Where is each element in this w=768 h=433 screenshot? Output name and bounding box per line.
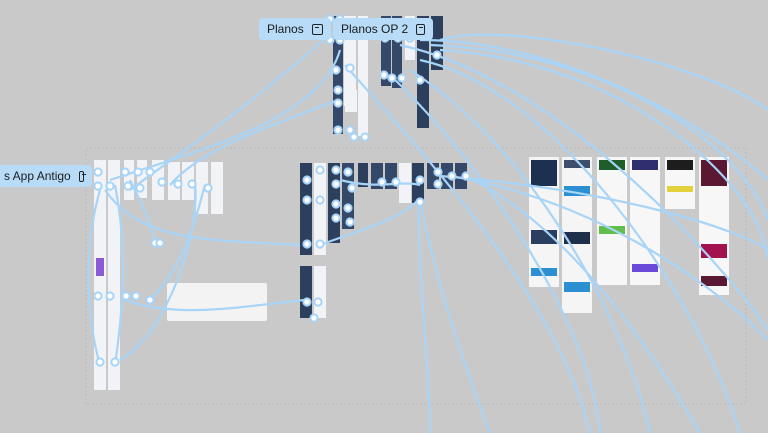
frame-icon [78,170,87,182]
section-app-antigo-label: s App Antigo [4,169,71,183]
connector-handles[interactable] [93,14,471,367]
section-planos-op2-label: Planos OP 2 [341,22,409,36]
frame-icon [416,23,425,35]
section-planos-op2[interactable]: Planos OP 2 [333,18,433,40]
section-planos-label: Planos [267,22,304,36]
section-app-antigo[interactable]: s App Antigo [0,165,92,187]
section-planos[interactable]: Planos [259,18,331,40]
frame-icon [311,23,323,35]
left-frames [94,160,267,390]
website-mockups [529,157,729,313]
prototype-connectors [87,19,768,433]
group-frame-left [85,147,747,405]
